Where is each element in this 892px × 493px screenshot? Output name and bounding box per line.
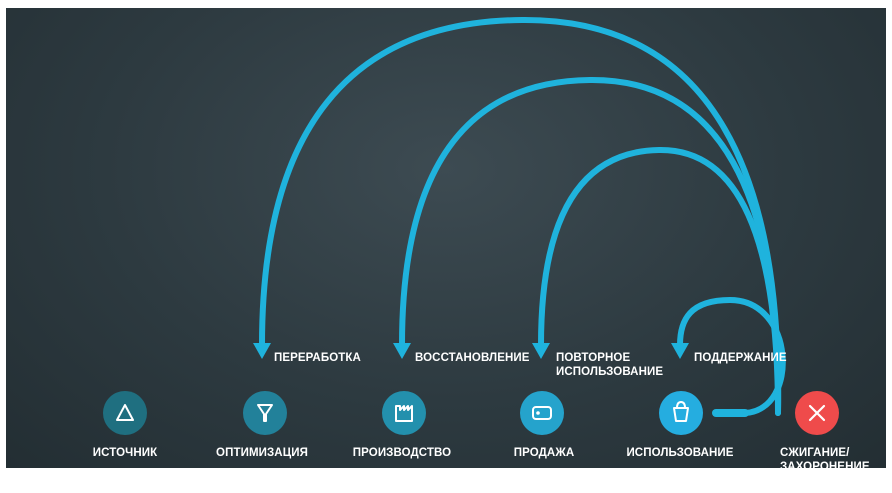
stage-label-source: ИСТОЧНИК — [92, 447, 158, 459]
stage-label-optimization: ОПТИМИЗАЦИЯ — [216, 447, 308, 459]
stage-node-source — [103, 391, 147, 435]
stage-label-use: ИСПОЛЬЗОВАНИЕ — [626, 447, 734, 459]
loop-recycling-arrowhead — [253, 343, 271, 359]
diagram-background — [6, 8, 886, 468]
shopping-bag-icon — [673, 401, 689, 422]
loop-recovery-arc — [399, 76, 782, 416]
stage-node-disposal — [795, 391, 839, 435]
stage-label-sale: ПРОДАЖА — [513, 447, 575, 459]
stage-label-production: ПРОИЗВОДСТВО — [352, 447, 452, 459]
close-x-icon — [808, 404, 826, 422]
stage-node-production — [382, 391, 426, 435]
triangle-outline-icon — [116, 404, 134, 421]
stage-node-use — [659, 391, 703, 435]
stage-label-disposal: СЖИГАНИЕ/ ЗАХОРОНЕНИЕ НА СВАЛКАХ — [780, 447, 870, 487]
loop-recycling-arc — [259, 16, 782, 416]
loop-reuse-arrowhead — [532, 343, 550, 359]
loop-label-maintenance: ПОДДЕРЖАНИЕ — [694, 352, 787, 364]
loop-reuse-arc — [538, 146, 781, 416]
stage-node-optimization — [243, 391, 287, 435]
loop-label-recovery: ВОССТАНОВЛЕНИЕ — [415, 352, 530, 364]
loop-label-recycling: ПЕРЕРАБОТКА — [274, 352, 361, 364]
loop-maintenance-arc — [677, 296, 786, 416]
loop-recovery-arrowhead — [393, 343, 411, 359]
stage-node-sale — [520, 391, 564, 435]
loop-label-reuse: ПОВТОРНОЕ ИСПОЛЬЗОВАНИЕ — [556, 352, 664, 378]
price-tag-icon — [532, 406, 552, 420]
factory-icon — [395, 405, 413, 422]
funnel-icon — [257, 404, 273, 422]
loop-maintenance-arrowhead — [671, 343, 689, 359]
